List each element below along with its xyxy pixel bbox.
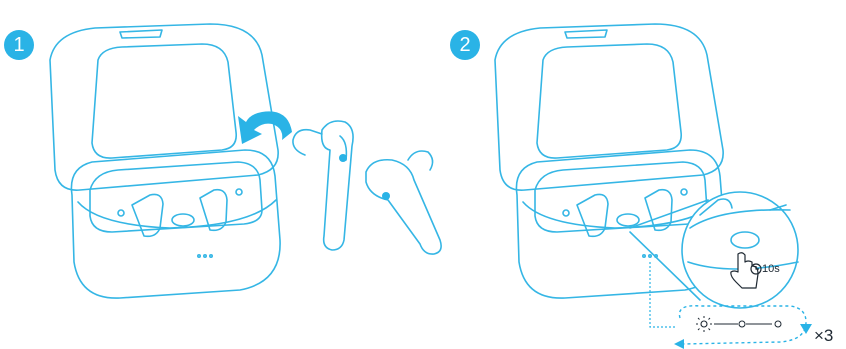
repeat-count-label: ×3 [814, 326, 833, 346]
zoom-detail [682, 192, 798, 308]
arrow-insert-icon [238, 111, 292, 144]
step-number-1: 1 [4, 30, 34, 60]
hold-time-label: 10s [762, 263, 780, 275]
earbud-right [366, 151, 441, 254]
led-blink-icon [674, 306, 812, 349]
earbud-left [293, 121, 353, 250]
step-number-2: 2 [450, 30, 480, 60]
charging-case-step1 [50, 24, 280, 298]
